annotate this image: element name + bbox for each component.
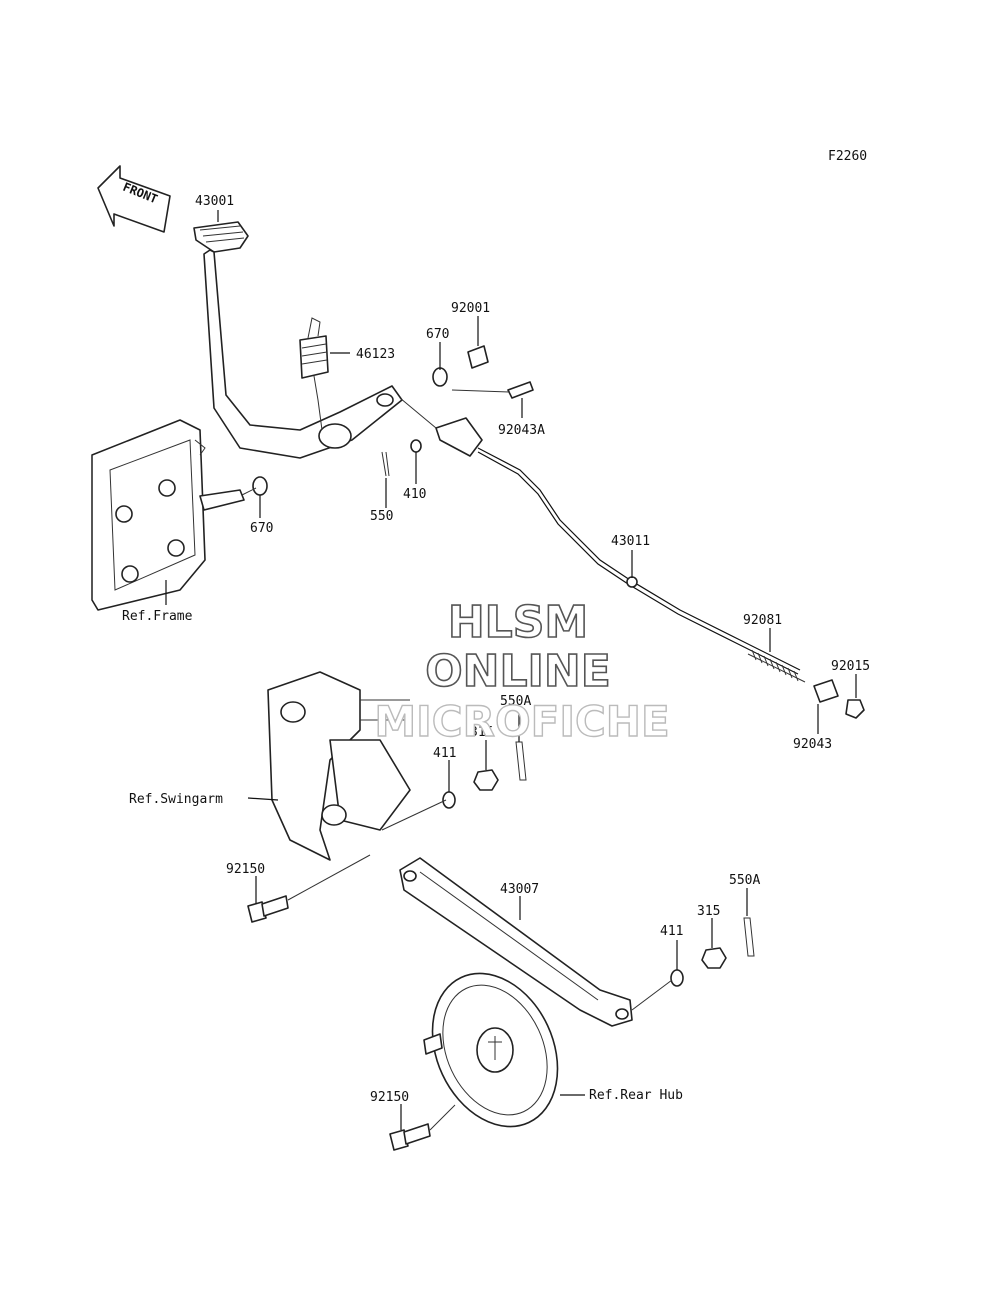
bolt-92150-lower-part (389, 1123, 431, 1151)
pin-92043a-part (507, 381, 534, 399)
nut-92015-part (845, 699, 865, 719)
label-cotter-550a-upper: 550A (500, 694, 531, 709)
joint-92043-part (813, 679, 839, 703)
frame-reference-part (91, 419, 245, 611)
label-joint-92043: 92043 (793, 737, 832, 752)
cotter-550-part (381, 451, 390, 477)
cotter-550a-upper-part (515, 741, 527, 781)
label-ref-swingarm: Ref.Swingarm (129, 792, 223, 807)
label-washer-410: 410 (403, 487, 426, 502)
figure-code: F2260 (828, 149, 867, 164)
rear-hub-reference-part (423, 972, 559, 1128)
label-washer-92001: 92001 (451, 301, 490, 316)
front-arrow-icon: FRONT (97, 165, 171, 233)
label-torque-link: 43007 (500, 882, 539, 897)
nut-315-lower-part (701, 947, 727, 969)
label-oring-lower: 670 (250, 521, 273, 536)
label-cotter-550: 550 (370, 509, 393, 524)
label-oring-upper: 670 (426, 327, 449, 342)
label-pin-92043a: 92043A (498, 423, 545, 438)
bolt-92150-upper-part (247, 895, 289, 923)
washer-411-upper-part (442, 791, 456, 809)
label-cotter-550a-lower: 550A (729, 873, 760, 888)
cotter-550a-lower-part (743, 917, 755, 957)
washer-92001-part (467, 345, 489, 369)
assembly-guide-lines (241, 389, 673, 1131)
nut-315-upper-part (473, 769, 499, 791)
swingarm-reference-part (267, 671, 411, 861)
oring-upper-part (432, 367, 448, 387)
oring-lower-part (252, 476, 268, 496)
watermark-line3: MICROFICHE (374, 697, 669, 746)
label-bolt-92150-lower: 92150 (370, 1090, 409, 1105)
brake-pedal-part (193, 221, 403, 459)
label-brake-pedal: 43001 (195, 194, 234, 209)
label-return-spring: 46123 (356, 347, 395, 362)
label-bolt-92150-upper: 92150 (226, 862, 265, 877)
washer-410-part (410, 439, 422, 453)
label-rod-spring: 92081 (743, 613, 782, 628)
label-ref-frame: Ref.Frame (122, 609, 193, 624)
watermark-line1: HLSM (448, 597, 588, 648)
leader-lines (165, 210, 857, 1130)
torque-link-part (399, 857, 633, 1027)
return-spring-part (299, 317, 329, 431)
watermark-line2: ONLINE (425, 646, 611, 697)
label-washer-411-upper: 411 (433, 746, 456, 761)
brake-rod-part (435, 417, 801, 675)
rod-spring-part (747, 649, 806, 683)
label-brake-rod: 43011 (611, 534, 650, 549)
label-ref-rear-hub: Ref.Rear Hub (589, 1088, 683, 1103)
label-nut-315-upper: 315 (470, 725, 493, 740)
washer-411-lower-part (670, 969, 684, 987)
label-washer-411-lower: 411 (660, 924, 683, 939)
label-nut-92015: 92015 (831, 659, 870, 674)
label-nut-315-lower: 315 (697, 904, 720, 919)
